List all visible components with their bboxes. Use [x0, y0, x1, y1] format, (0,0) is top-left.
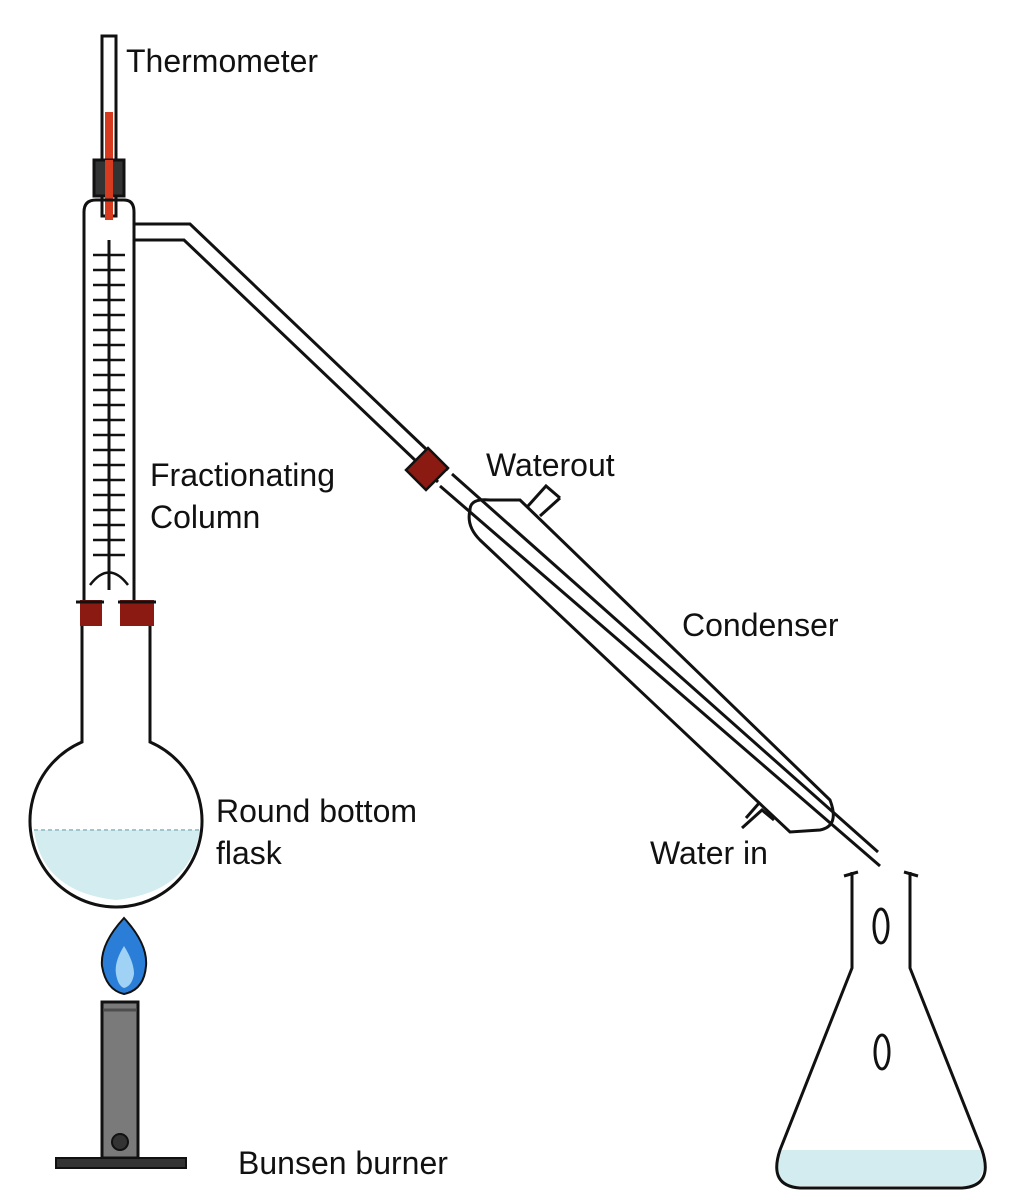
flask-label-line1: Round bottom	[216, 793, 418, 829]
water-out-label: Waterout	[486, 447, 615, 483]
condenser-joint	[404, 446, 450, 492]
bunsen-burner-label: Bunsen burner	[238, 1145, 448, 1181]
fractionating-column-label-line2: Column	[150, 499, 261, 535]
conical-flask	[775, 870, 987, 1190]
fractionating-column	[82, 198, 450, 600]
column-packing	[93, 253, 125, 557]
drop	[872, 907, 890, 945]
fractionating-column-label-line1: Fractionating	[150, 457, 335, 493]
condenser	[404, 446, 881, 868]
flask-label-line2: flask	[216, 835, 282, 871]
burner-base	[55, 1157, 187, 1169]
round-bottom-flask	[28, 626, 204, 909]
water-in-label: Water in	[650, 835, 768, 871]
thermometer-label: Thermometer	[126, 43, 319, 79]
flask-liquid	[34, 830, 200, 900]
thermometer	[92, 34, 126, 220]
bunsen-burner	[55, 916, 187, 1169]
flask-stopper	[76, 600, 156, 626]
drop	[873, 1033, 891, 1071]
condenser-label: Condenser	[682, 607, 839, 643]
conical-flask-liquid	[776, 1150, 984, 1186]
